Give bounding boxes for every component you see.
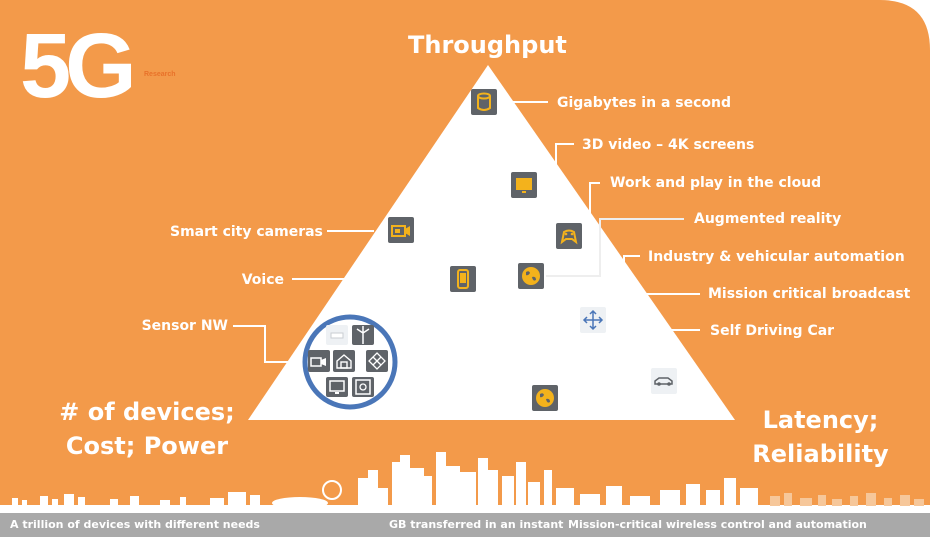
- connector-industry: [606, 255, 640, 321]
- arrows-icon: [580, 307, 606, 333]
- connector-sensor: [233, 325, 300, 363]
- monitor-small-icon: [326, 377, 348, 397]
- pyramid-bottom-right-label: Latency; Reliability: [738, 404, 903, 471]
- globe-icon: [518, 263, 544, 289]
- footer-right: Mission-critical wireless control and au…: [568, 518, 867, 531]
- camera-icon: [388, 217, 414, 243]
- connector-lines: [233, 101, 700, 401]
- label-voice: Voice: [241, 272, 284, 288]
- bottom-right-line-1: Latency;: [762, 406, 879, 434]
- connector-broadcast-2: [567, 293, 700, 401]
- footer-left: A trillion of devices with different nee…: [10, 518, 260, 531]
- label-industry: Industry & vehicular automation: [648, 249, 905, 265]
- monitor-icon: [511, 172, 537, 198]
- brand-research: Research: [144, 71, 176, 78]
- label-3d-video: 3D video – 4K screens: [582, 137, 755, 153]
- label-gigabytes: Gigabytes in a second: [557, 95, 731, 111]
- label-smart-city: Smart city cameras: [170, 224, 323, 240]
- bottom-left-line-2: Cost; Power: [65, 431, 229, 460]
- label-self-driving: Self Driving Car: [710, 323, 835, 339]
- footer-band: [0, 512, 930, 537]
- gamepad-icon: [556, 223, 582, 249]
- sensor-device-icon: [326, 325, 348, 345]
- pyramid-bottom-left-label: # of devices; Cost; Power: [52, 396, 242, 463]
- city-skyline: [0, 452, 930, 513]
- connector-ar: [546, 218, 684, 277]
- wind-turbine-icon: [352, 325, 374, 345]
- label-sensor: Sensor NW: [141, 318, 228, 334]
- camera-small-icon: [308, 350, 330, 372]
- smart-home-icon: [333, 350, 355, 372]
- bottom-right-line-2: Reliability: [752, 439, 889, 468]
- brand-5g: 5G: [20, 15, 137, 117]
- meter-icon: [352, 377, 374, 397]
- database-icon: [471, 89, 497, 115]
- footer-middle: GB transferred in an instant: [389, 518, 564, 531]
- connector-3d-video: [539, 143, 574, 186]
- label-augmented-reality: Augmented reality: [694, 211, 842, 227]
- pyramid-top-label: Throughput: [408, 31, 567, 59]
- globe-icon-2: [532, 385, 558, 411]
- connector-cloud: [574, 182, 600, 237]
- car-icon: [651, 368, 677, 394]
- bottom-left-line-1: # of devices;: [59, 398, 235, 426]
- label-cloud: Work and play in the cloud: [610, 175, 822, 191]
- solar-panel-icon: [366, 350, 388, 372]
- phone-icon: [450, 266, 476, 292]
- label-mission-critical: Mission critical broadcast: [708, 286, 911, 302]
